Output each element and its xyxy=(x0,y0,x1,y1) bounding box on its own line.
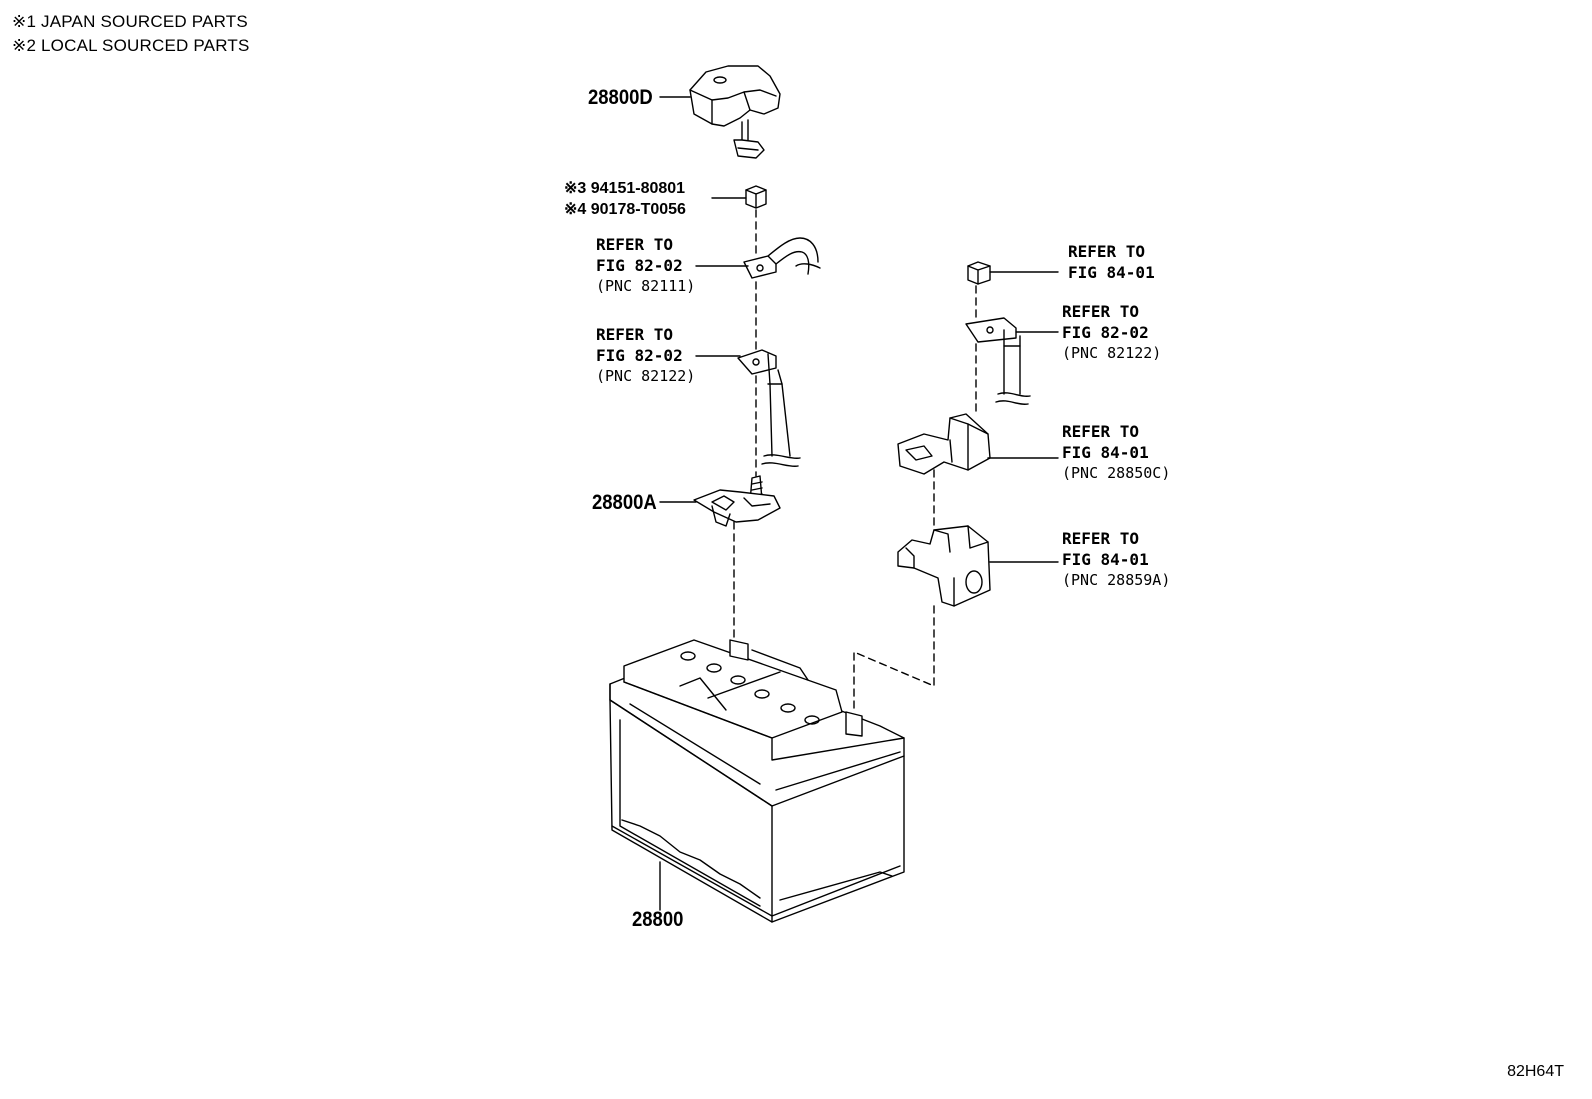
leader-lines xyxy=(660,97,1058,910)
ref-line1: REFER TO xyxy=(1068,242,1146,261)
cable-82122-left-drawing xyxy=(738,350,800,466)
ref-pnc: (PNC 28850C) xyxy=(1062,464,1171,482)
ref-callout-28859a: REFER TO FIG 84-01 (PNC 28859A) xyxy=(1062,528,1170,591)
assembly-dashed-lines xyxy=(734,210,976,708)
cable-82122-right-drawing xyxy=(966,318,1030,404)
nut-right-drawing xyxy=(968,262,990,284)
part-number-nut-b: ※4 90178-T0056 xyxy=(564,201,686,218)
part-number-battery: 28800 xyxy=(632,908,684,931)
terminal-clamp-drawing xyxy=(694,476,780,526)
ref-line2: FIG 84-01 xyxy=(1062,550,1149,569)
ref-line1: REFER TO xyxy=(1062,529,1140,548)
ref-callout-82122-left: REFER TO FIG 82-02 (PNC 82122) xyxy=(596,324,695,387)
ref-line2: FIG 84-01 xyxy=(1062,443,1149,462)
battery-drawing xyxy=(610,640,904,922)
figure-code: 82H64T xyxy=(1507,1063,1564,1080)
ref-callout-28850c: REFER TO FIG 84-01 (PNC 28850C) xyxy=(1062,421,1170,484)
ref-callout-nut-right: REFER TO FIG 84-01 xyxy=(1068,241,1155,283)
ref-line1: REFER TO xyxy=(596,325,674,344)
nut-left-drawing xyxy=(746,186,766,208)
ref-line1: REFER TO xyxy=(596,235,674,254)
ref-line2: FIG 82-02 xyxy=(596,346,683,365)
ref-callout-82122-right: REFER TO FIG 82-02 (PNC 82122) xyxy=(1062,301,1161,364)
ref-line2: FIG 84-01 xyxy=(1068,263,1155,282)
part-number-nut-a: ※3 94151-80801 xyxy=(564,180,686,197)
ref-line2: FIG 82-02 xyxy=(596,256,683,275)
ref-pnc: (PNC 82111) xyxy=(596,277,696,295)
ref-line1: REFER TO xyxy=(1062,422,1140,441)
ref-callout-82111: REFER TO FIG 82-02 (PNC 82111) xyxy=(596,234,695,297)
cover-28859a-drawing xyxy=(898,526,990,606)
ref-line1: REFER TO xyxy=(1062,302,1140,321)
ref-pnc: (PNC 82122) xyxy=(1062,344,1162,362)
ref-line2: FIG 82-02 xyxy=(1062,323,1149,342)
terminal-cover-drawing xyxy=(690,66,780,158)
part-number-clamp: 28800A xyxy=(592,491,657,514)
terminal-28850c-drawing xyxy=(898,414,990,474)
legend-japan-sourced: ※1 JAPAN SOURCED PARTS xyxy=(12,12,248,31)
cable-terminal-82111-drawing xyxy=(744,238,820,278)
ref-pnc: (PNC 28859A) xyxy=(1062,571,1171,589)
legend-local-sourced: ※2 LOCAL SOURCED PARTS xyxy=(12,36,250,55)
part-number-cover: 28800D xyxy=(588,86,653,109)
ref-pnc: (PNC 82122) xyxy=(596,367,696,385)
